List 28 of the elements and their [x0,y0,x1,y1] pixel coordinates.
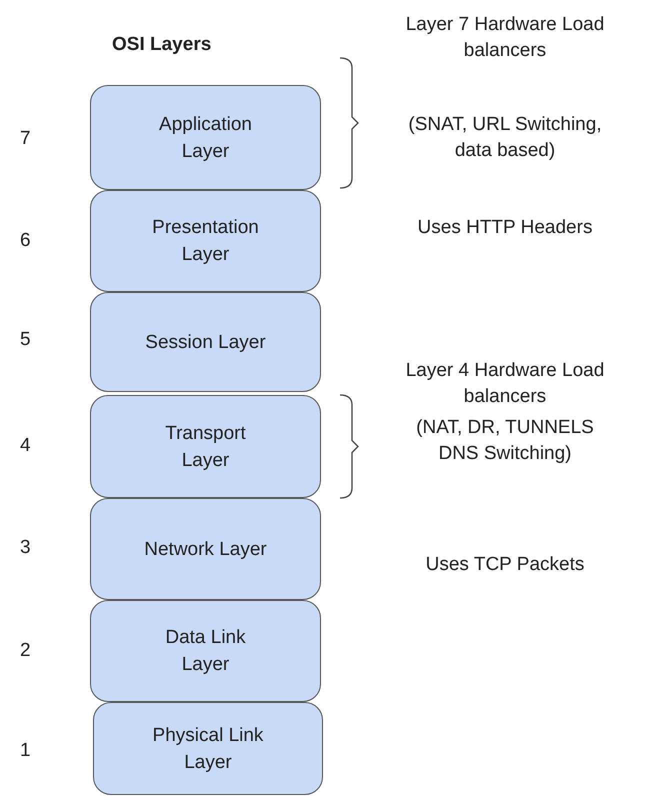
layer-number: 6 [20,230,31,252]
layer-number: 4 [20,435,31,457]
layer-name: Network Layer [143,538,268,562]
title: OSI Layers [112,34,212,56]
layer-name: Session Layer [144,330,267,354]
note-text: Uses TCP Packets [424,553,586,577]
layer-number: 7 [20,128,31,150]
layer-box [90,395,321,498]
note-text: Uses HTTP Headers [416,216,594,240]
note-text: Layer 7 Hardware Load balancers [404,13,606,63]
layer-box [90,292,321,392]
layer-box [93,702,323,795]
layer-box [90,85,321,190]
layer-name: Data Link Layer [164,626,247,677]
layer-box [90,190,321,292]
layer-number: 3 [20,537,31,559]
layer-number: 2 [20,640,31,662]
note-text: Layer 4 Hardware Load balancers [404,359,606,409]
layer-name: Presentation Layer [151,216,260,267]
layer-number: 1 [20,740,31,762]
layer-box [90,600,321,702]
layer-box [90,498,321,600]
layer-name: Physical Link Layer [152,724,264,774]
note-text: (NAT, DR, TUNNELS DNS Switching) [415,416,595,466]
layer-name: Transport Layer [164,422,247,472]
layer-number: 5 [20,329,31,351]
note-text: (SNAT, URL Switching, data based) [407,113,603,163]
layer-name: Application Layer [158,112,253,164]
